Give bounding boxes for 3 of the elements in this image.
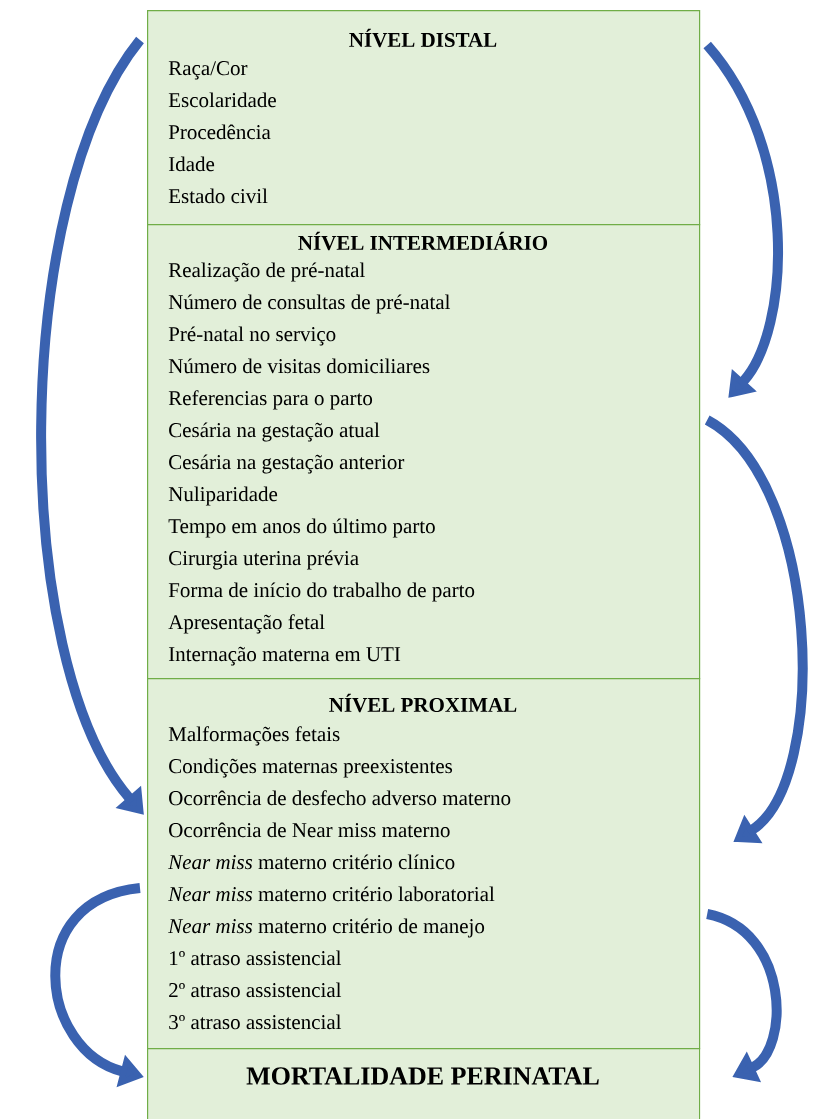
level-box: NÍVEL DISTAL Raça/Cor Escolaridade Procedência Idade Estado civil bbox=[147, 10, 701, 226]
curved-arrow bbox=[705, 909, 782, 1083]
level-box: MORTALIDADE PERINATAL bbox=[147, 1048, 701, 1119]
